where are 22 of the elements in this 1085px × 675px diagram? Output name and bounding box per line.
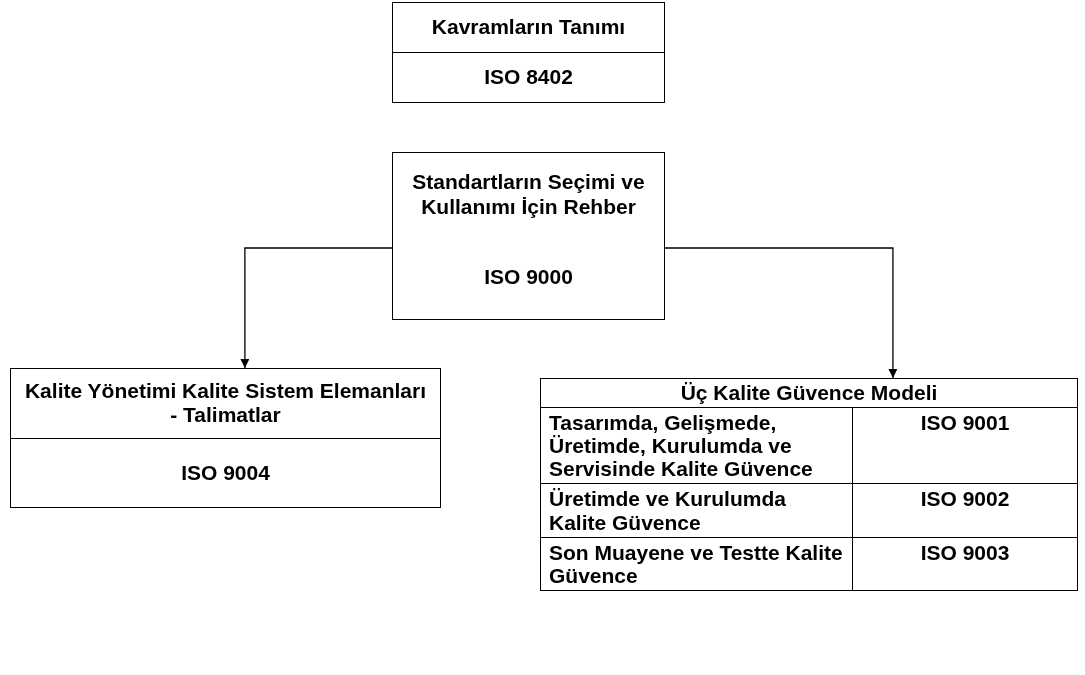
standard-code: ISO 9002 [919, 486, 1011, 513]
table-row [541, 407, 1077, 484]
row-description: Tasarımda, Gelişmede, Üretimde, Kurulumda ve Servisinde Kalite Güvence [541, 408, 853, 484]
box-title: Kalite Yönetimi Kalite Sistem Elemanları - Talimatlar [23, 378, 428, 429]
box-title: Üç Kalite Güvence Modeli [679, 380, 939, 406]
arrow [240, 247, 393, 369]
row-description: Üretimde ve Kurulumda Kalite Güvence [541, 484, 853, 537]
standard-code: ISO 9001 [919, 410, 1011, 437]
table-row [541, 483, 1077, 537]
process-box [10, 368, 441, 508]
process-box [392, 152, 665, 320]
row-description: Son Muayene ve Testte Kalite Güvence [541, 537, 853, 590]
table-row [541, 536, 1077, 590]
standard-code: ISO 8402 [393, 52, 664, 102]
process-box [392, 2, 665, 103]
table-box [540, 378, 1078, 591]
box-title: Standartların Seçimi ve Kullanımı İçin Rehber [411, 169, 646, 220]
arrow [664, 247, 898, 379]
standard-code: ISO 9000 [483, 264, 574, 291]
standard-code: ISO 9004 [11, 437, 440, 507]
box-title: Kavramların Tanımı [430, 14, 627, 41]
standard-code: ISO 9003 [919, 539, 1011, 566]
